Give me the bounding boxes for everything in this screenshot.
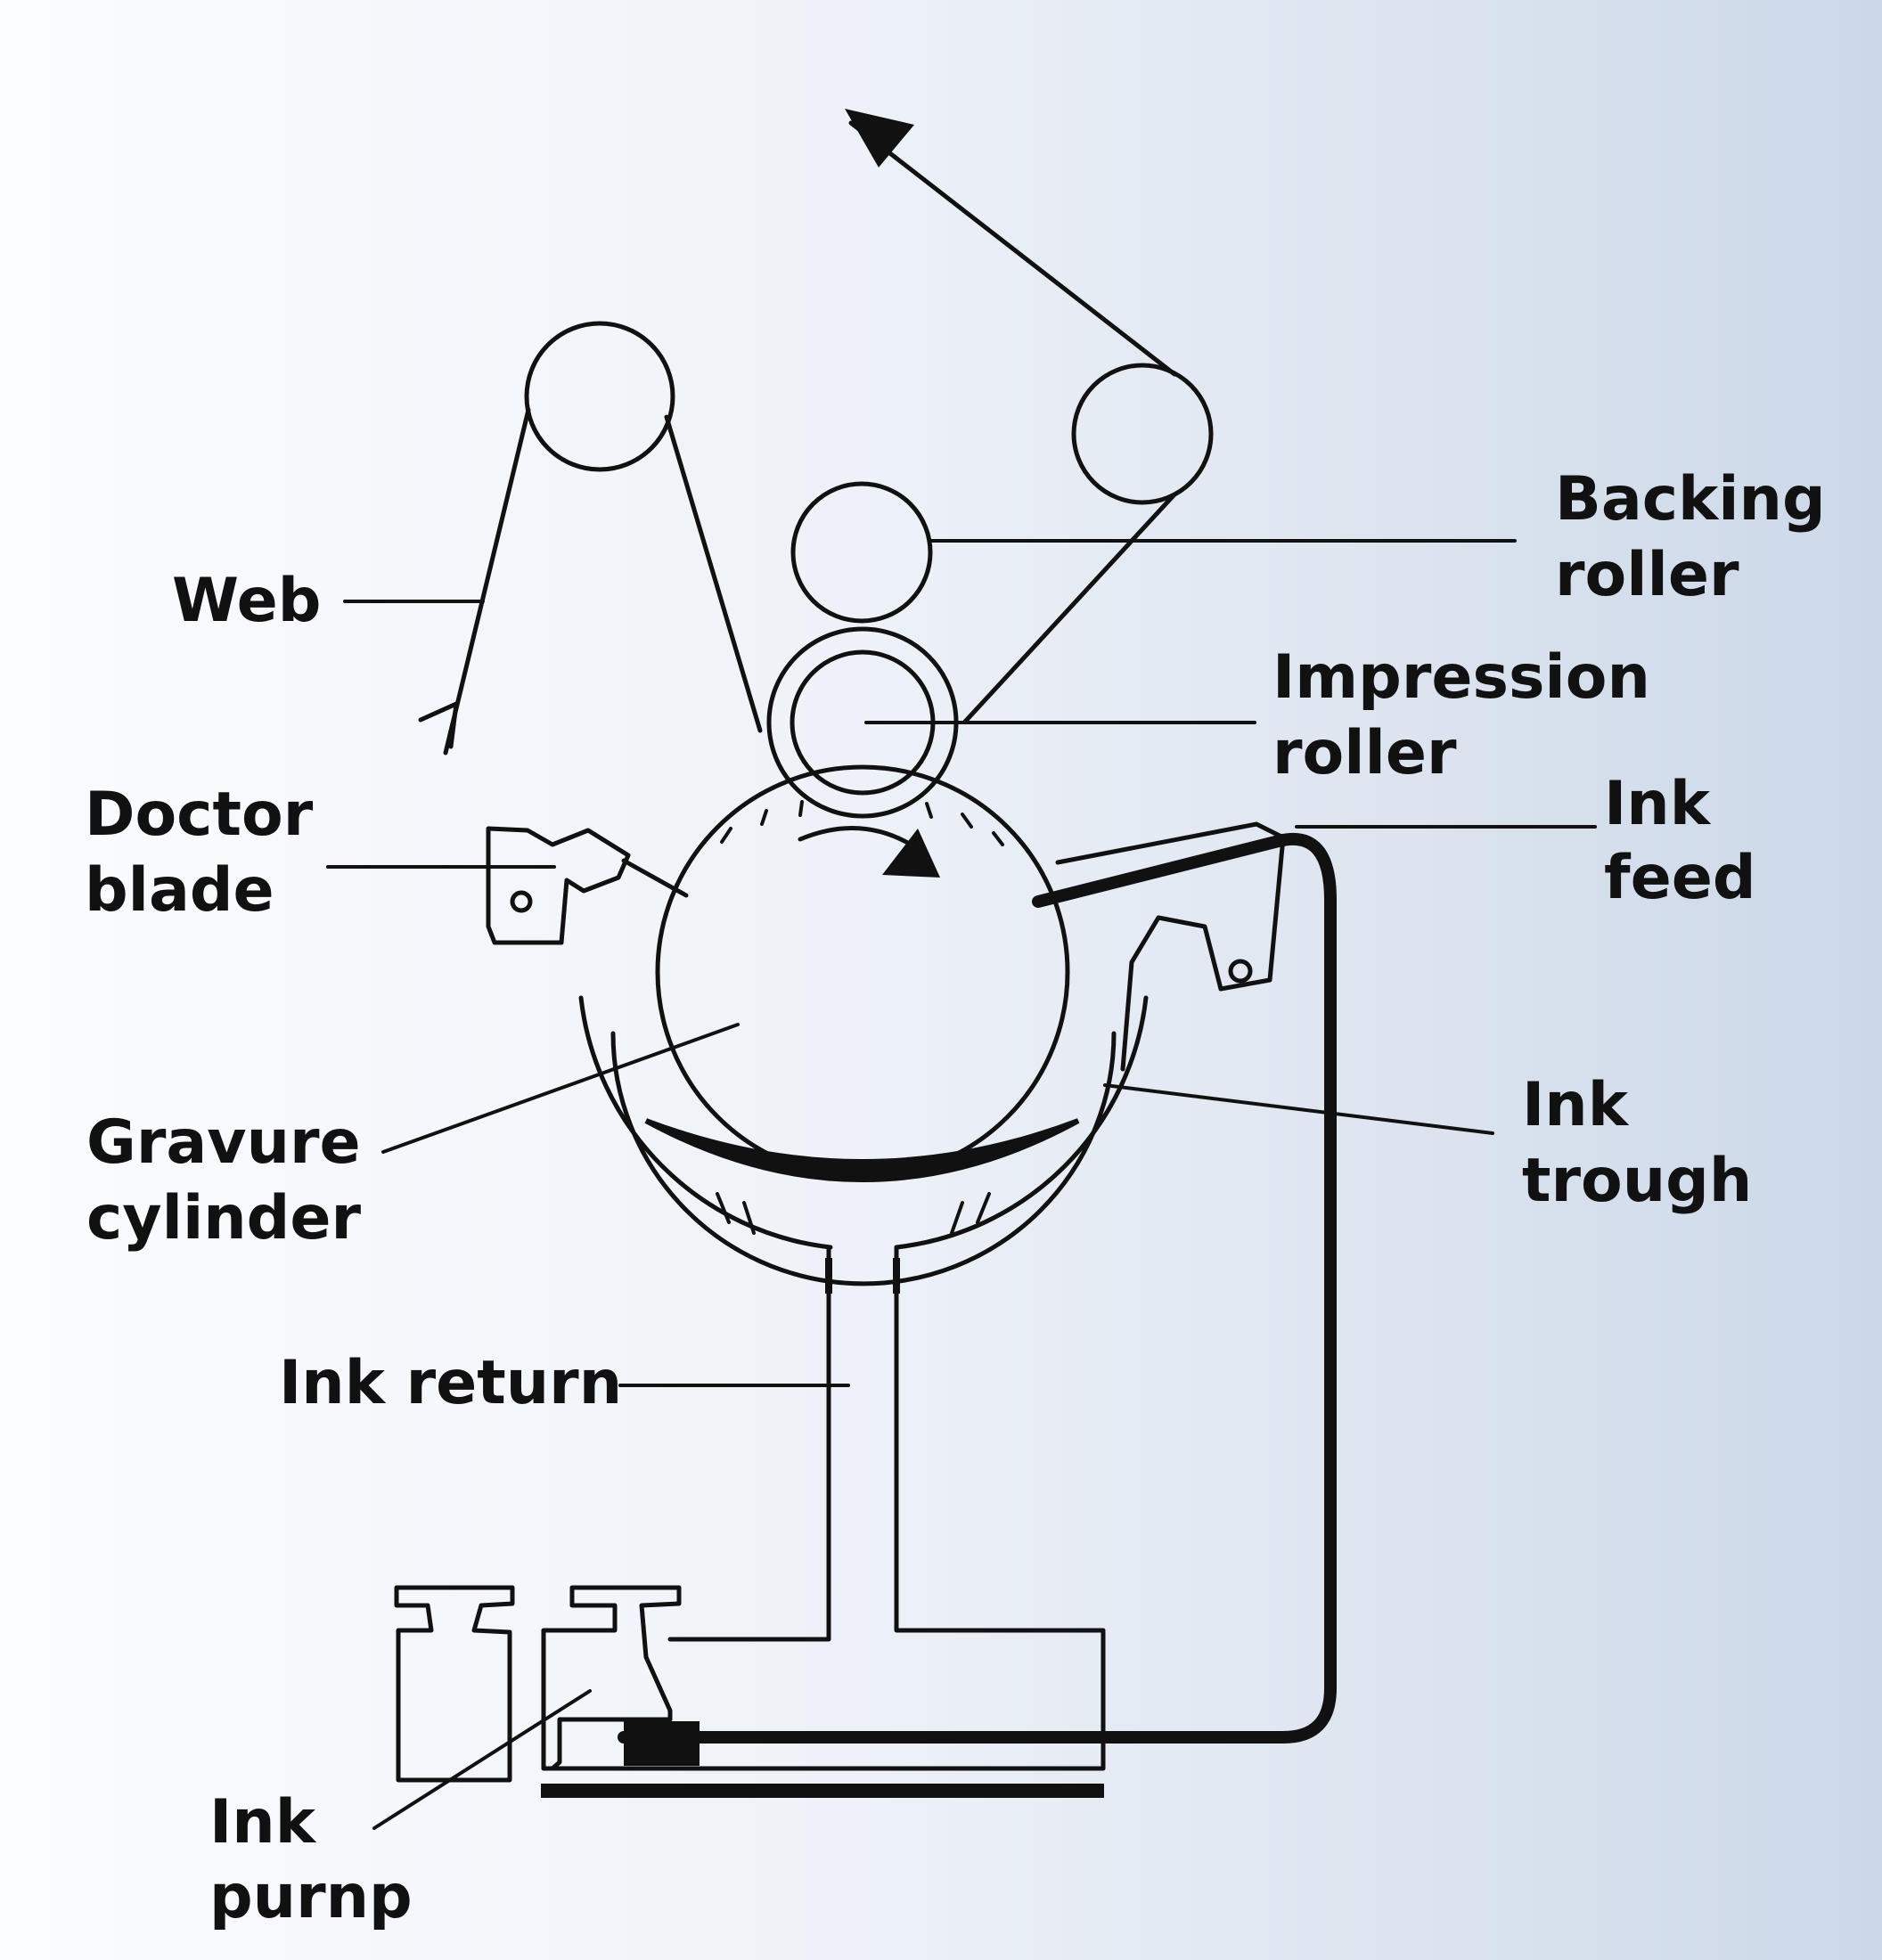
label-ink-feed: Ink feed	[1604, 769, 1756, 913]
gravure-cylinder	[655, 764, 1070, 1180]
label-backing-roller: Backing roller	[1555, 464, 1846, 610]
label-gravure-cylinder: Gravure cylinder	[86, 1107, 381, 1254]
ink-feed-pipe	[618, 832, 1337, 1744]
left-idler-roller	[524, 321, 675, 472]
rotation-arrow-icon	[882, 829, 940, 878]
label-web: Web	[172, 566, 321, 636]
backing-roller	[790, 481, 933, 624]
label-ink-return: Ink return	[279, 1348, 622, 1418]
web-entry-arrow-icon	[418, 701, 459, 749]
right-idler-roller	[1071, 363, 1214, 505]
web-path	[418, 109, 1177, 755]
right-blade-assembly	[1055, 821, 1286, 1072]
label-ink-pump: Ink purnp	[209, 1787, 413, 1932]
ink-return-pipe	[541, 1245, 1106, 1771]
doctor-blade	[486, 826, 689, 945]
ink-pump	[394, 1585, 1104, 1798]
web-direction-arrow-icon	[845, 109, 914, 167]
leader-lines	[326, 539, 1597, 1830]
label-ink-trough: Ink trough	[1522, 1070, 1752, 1216]
label-impression-roller: Impression roller	[1272, 642, 1672, 788]
label-doctor-blade: Doctor blade	[85, 780, 334, 926]
ink-trough	[578, 995, 1149, 1286]
